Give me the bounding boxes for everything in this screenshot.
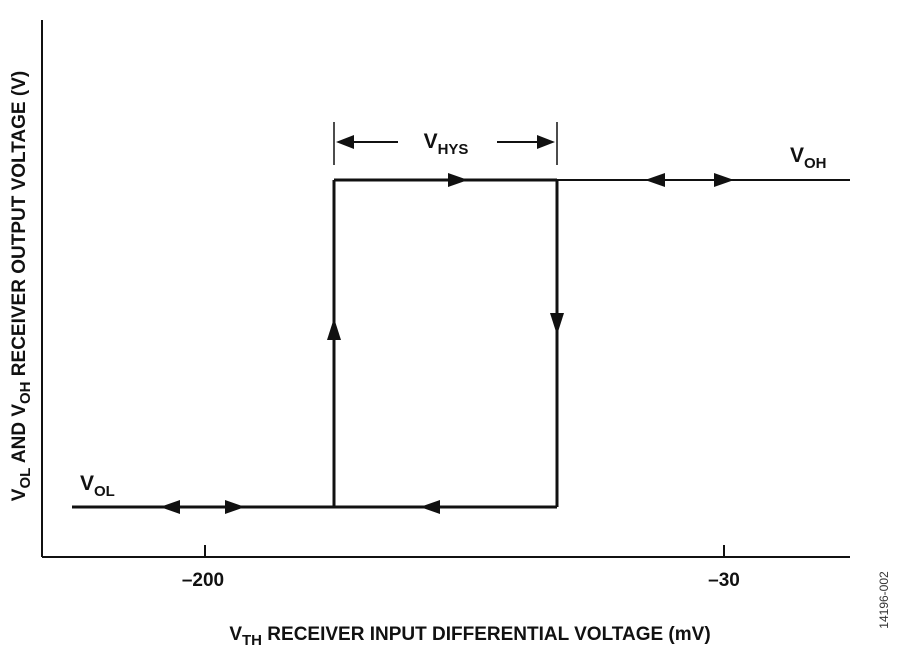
y-axis-label: VOL AND VOH RECEIVER OUTPUT VOLTAGE (V) [9,71,34,501]
vhys-label-v: V [424,130,438,153]
arrow-top-right [448,173,468,187]
voh-label-sub: OH [804,155,827,172]
y-axis-label-rest: RECEIVER OUTPUT VOLTAGE (V) [9,71,30,382]
vol-label-sub: OL [94,483,115,500]
y-axis-label-vol: V [9,488,30,501]
x-tick-label-minus-200: –200 [182,570,224,591]
arrow-voh-right [714,173,734,187]
y-axis-label-voh-sub: OH [17,381,34,404]
vol-label: VOL [80,472,115,500]
x-axis-label-v: V [229,624,242,645]
vhys-left-arrowhead [336,135,354,149]
vhys-right-arrowhead [537,135,555,149]
x-axis-label: VTH RECEIVER INPUT DIFFERENTIAL VOLTAGE … [229,624,710,649]
vol-label-v: V [80,472,94,495]
arrow-rising-up [327,318,341,340]
arrow-falling-down [550,313,564,335]
arrow-vol-right [225,500,245,514]
arrow-vol-left [160,500,180,514]
arrow-voh-left [645,173,665,187]
arrow-bottom-left [420,500,440,514]
y-axis-label-and: AND V [9,404,30,468]
x-axis-label-sub: TH [242,632,262,649]
vhys-label-sub: HYS [438,141,469,158]
x-axis-label-rest: RECEIVER INPUT DIFFERENTIAL VOLTAGE (mV) [262,624,711,645]
vhys-label: VHYS [424,130,469,158]
voh-label: VOH [790,144,827,172]
voh-label-v: V [790,144,804,167]
figure-id: 14196-002 [877,571,891,629]
y-axis-label-vol-sub: OL [17,468,34,489]
x-tick-label-minus-30: –30 [708,570,740,591]
